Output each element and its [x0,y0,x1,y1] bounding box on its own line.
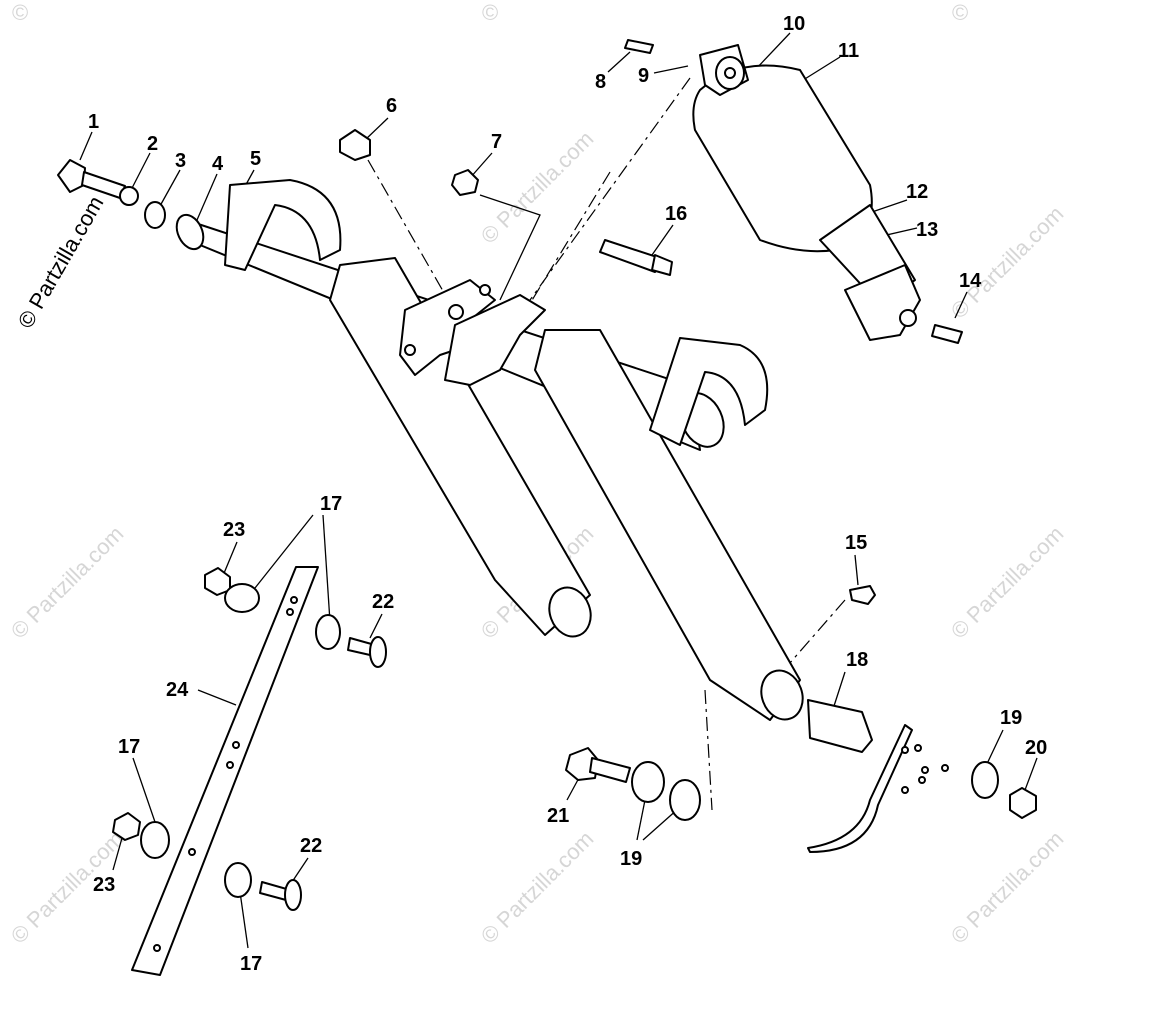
callout-3: 3 [175,150,186,172]
torque-arm-assembly [175,179,804,721]
watermark-text: © Partzilla.com [946,826,1069,949]
rail-section [807,724,913,853]
bolt-head [651,254,673,276]
rail-hole [918,776,926,784]
callout-18: 18 [846,649,868,671]
callout-2: 2 [147,133,158,155]
washer [631,761,665,803]
shock-bushing-hole [724,67,736,79]
callout-17: 17 [320,493,342,515]
callout-labels: 1 2 3 4 5 6 7 8 9 10 11 12 13 14 15 16 1… [88,13,1047,975]
bracket-hole [479,284,491,296]
strap-hole [188,848,196,856]
callout-23: 23 [223,519,245,541]
strap-hole [290,596,298,604]
rail-hole [901,786,909,794]
washer [315,614,341,650]
watermark-group: © © © © Partzilla.com © Partzilla.com © … [6,0,1069,949]
bracket-hole [448,304,464,320]
callout-17: 17 [118,736,140,758]
nut [112,812,141,841]
shock-absorber [692,44,921,341]
washer [119,186,139,206]
watermark-corner: © [12,0,28,25]
right-arm [534,329,801,721]
callout-12: 12 [906,181,928,203]
washer [224,862,252,898]
grease-fitting [849,585,876,605]
center-bracket-right [444,294,546,386]
bushing [807,699,873,753]
rail-hole [941,764,949,772]
callout-5: 5 [250,148,261,170]
callout-6: 6 [386,95,397,117]
callout-10: 10 [783,13,805,35]
bolt-shank [599,239,661,273]
callout-13: 13 [916,219,938,241]
nut [451,169,479,196]
washer [669,779,701,821]
watermark-text: © Partzilla.com [946,521,1069,644]
callout-19: 19 [620,848,642,870]
callout-1: 1 [88,111,99,133]
left-arm [329,257,591,636]
watermark-text: © Partzilla.com [476,826,599,949]
washer [224,583,260,613]
rivet-head [284,879,302,911]
callout-24: 24 [166,679,189,701]
watermark-corner: © [482,0,498,25]
callout-22: 22 [300,835,322,857]
shock-lower-hole [899,309,917,327]
tube-end-left [175,213,205,251]
grease-fitting [339,129,371,161]
callout-22: 22 [372,591,394,613]
callout-16: 16 [665,203,687,225]
rail-hole [921,766,929,774]
rail-hole [914,744,922,752]
watermark-corner: © [952,0,968,25]
watermark-side: © Partzilla.com [13,192,109,333]
rivet-head [369,636,387,668]
callout-8: 8 [595,71,606,93]
strap [131,566,319,976]
pin [624,39,654,54]
hardware [57,39,1037,976]
strap-hole [153,944,161,952]
callout-17: 17 [240,953,262,975]
right-arm-eye [760,669,804,721]
bracket-hole [404,344,416,356]
washer [140,821,170,859]
callout-21: 21 [547,805,569,827]
bolt-shank [589,757,631,783]
washer [144,201,166,229]
rail-hole [901,746,909,754]
watermark-text: © Partzilla.com [946,201,1069,324]
nut [1009,787,1037,819]
right-clamp [649,337,769,446]
callout-20: 20 [1025,737,1047,759]
callout-19: 19 [1000,707,1022,729]
callout-11: 11 [838,40,859,62]
strap-hole [232,741,240,749]
left-arm-eye [548,586,592,638]
watermark-text: © Partzilla.com [6,521,129,644]
callout-23: 23 [93,874,115,896]
strap-hole [226,761,234,769]
callout-4: 4 [212,153,224,175]
callout-7: 7 [491,131,502,153]
bolt-head [57,159,86,193]
strap-hole [286,608,294,616]
washer [971,761,999,799]
pin [931,324,963,344]
callout-9: 9 [638,65,649,87]
left-clamp [224,179,342,271]
callout-15: 15 [845,532,867,554]
callout-14: 14 [959,270,982,292]
